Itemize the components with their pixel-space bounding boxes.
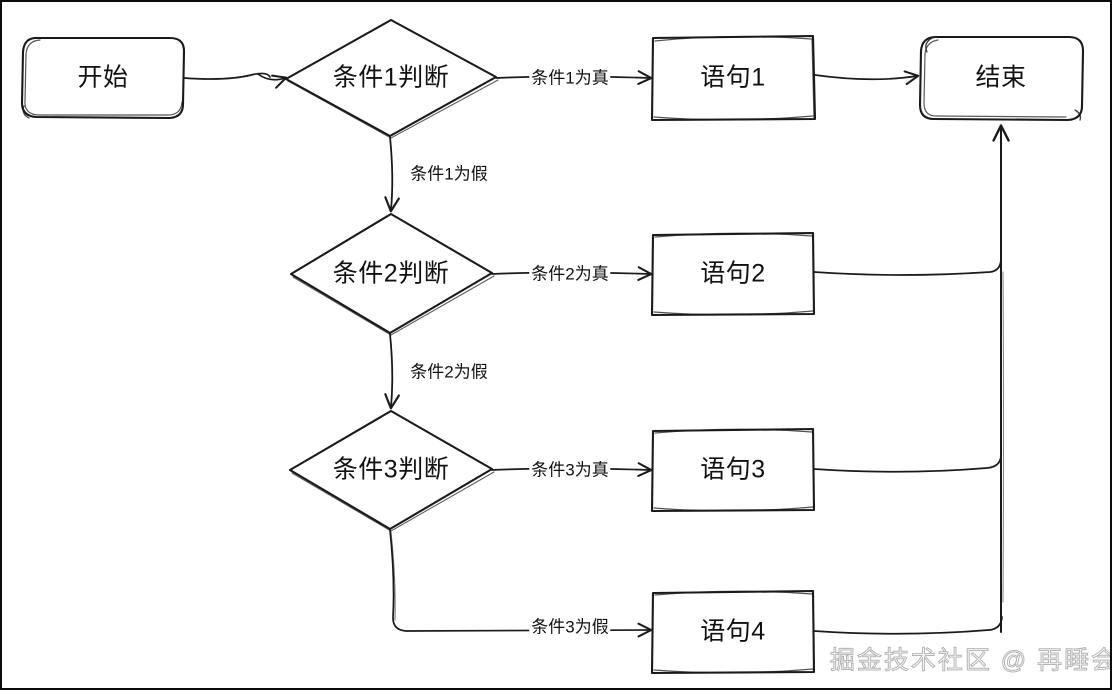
edge-cond2-false [384,333,400,410]
node-stmt1-shape [650,34,817,122]
node-cond1-shape [284,18,499,139]
edge-stmt4-to-end [813,616,1003,635]
edge-stmt3-to-end [813,455,1002,473]
edge-label-cond2-true: 条件2为真 [529,264,611,284]
edge-stmt1-to-end [814,70,920,86]
node-cond2-shape [289,212,495,336]
edge-cond1-false [384,136,400,213]
node-stmt3-shape [650,427,816,513]
node-cond3-shape [288,409,495,532]
edge-label-cond1-false: 条件1为假 [408,164,490,184]
edge-label-cond2-false: 条件2为假 [408,362,490,382]
edge-cond3-false [389,529,653,638]
node-start-shape [20,36,186,120]
edge-label-cond3-true: 条件3为真 [529,460,611,480]
edge-label-cond1-true: 条件1为真 [529,68,611,88]
node-stmt4-shape [650,589,816,675]
edge-stmt2-to-end [813,259,1002,276]
node-end-shape [918,35,1085,122]
node-stmt2-shape [650,231,816,317]
edge-start-to-cond1 [183,72,288,89]
edge-return-trunk [992,124,1010,633]
edge-label-cond3-false: 条件3为假 [529,617,611,637]
